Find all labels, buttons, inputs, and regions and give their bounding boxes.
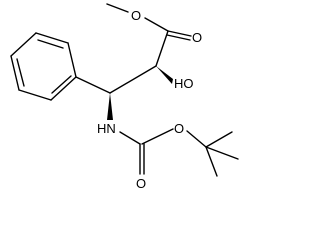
bond-methyl-ester-oxygen — [106, 3, 129, 13]
bond-tertbutyl-methyl-2 — [205, 146, 239, 160]
bond-ester-carbonyl-double-1 — [167, 30, 192, 37]
bond-tertbutyl-methyl-1 — [205, 131, 233, 148]
molecule-structure: O O HO HN O O — [10, 3, 239, 191]
bond-tertbutyl-methyl-3 — [205, 146, 218, 177]
bond-c2-c3 — [109, 65, 157, 94]
wedge-c2-hydroxyl — [156, 66, 173, 84]
atom-ester-oxygen: O — [131, 8, 141, 23]
atom-amine: HN — [97, 121, 116, 136]
bond-ester-oxygen-carbonyl-carbon — [144, 17, 169, 32]
atom-carbonyl-oxygen: O — [192, 30, 202, 45]
atom-carbamate-carbonyl-oxygen: O — [136, 176, 146, 191]
bond-oxygen-tertbutyl — [186, 130, 207, 148]
bond-c3-phenyl — [75, 76, 111, 94]
bond-amine-carbamate-carbon — [119, 131, 141, 145]
wedge-c3-amine — [107, 93, 113, 120]
bond-ester-carbonyl-double-2 — [166, 34, 191, 41]
atom-carbamate-ether-oxygen: O — [174, 121, 184, 136]
bond-carbonyl-to-c2 — [155, 30, 169, 67]
atom-hydroxyl: HO — [174, 76, 194, 91]
phenyl-ring — [10, 32, 77, 101]
bond-carbamate-ether-oxygen — [141, 128, 174, 145]
